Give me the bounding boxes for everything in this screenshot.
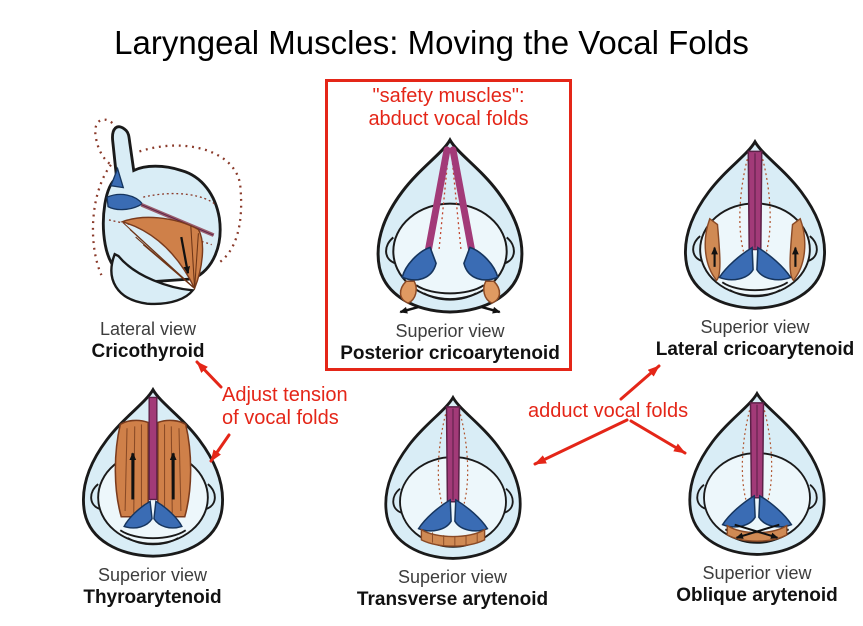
adjust-tension-note: Adjust tension of vocal folds — [222, 384, 348, 430]
view-label: Superior view — [397, 567, 508, 587]
muscle-name: Lateral cricoarytenoid — [655, 339, 855, 360]
safety-muscles-caption: "safety muscles": abduct vocal folds — [325, 85, 572, 131]
muscle-name: Posterior cricoarytenoid — [340, 343, 560, 364]
muscle-name: Oblique arytenoid — [676, 585, 838, 606]
figure-transverse-arytenoid: Superior view Transverse arytenoid — [350, 392, 555, 611]
figure-cricothyroid: Lateral view Cricothyroid — [42, 102, 254, 363]
figure-posterior-cricoarytenoid: Superior view Posterior cricoarytenoid — [338, 134, 562, 365]
page-title: Laryngeal Muscles: Moving the Vocal Fold… — [114, 24, 749, 61]
safety-caption-line2: abduct vocal folds — [368, 108, 529, 130]
view-label: Superior view — [97, 565, 208, 585]
lateral-cricoarytenoid-illustration — [684, 140, 826, 310]
view-label: Superior view — [395, 321, 505, 341]
posterior-cricoarytenoid-illustration — [376, 138, 524, 314]
muscle-name: Transverse arytenoid — [356, 589, 549, 610]
cricothyroid-illustration — [91, 118, 243, 306]
view-label: Superior view — [702, 563, 812, 583]
adjust-tension-line2: of vocal folds — [222, 407, 339, 429]
figure-thyroarytenoid: Superior view Thyroarytenoid — [50, 384, 255, 609]
muscle-name: Cricothyroid — [91, 341, 205, 362]
view-label: Superior view — [700, 317, 810, 337]
oblique-arytenoid-illustration — [688, 392, 826, 556]
safety-muscles-box — [325, 79, 572, 371]
adduct-note: adduct vocal folds — [528, 400, 689, 422]
figure-lateral-cricoarytenoid: Superior view Lateral cricoarytenoid — [648, 136, 862, 361]
safety-caption-line1: "safety muscles": — [372, 85, 525, 107]
transverse-arytenoid-illustration — [383, 396, 522, 560]
view-label: Lateral view — [99, 319, 197, 339]
thyroarytenoid-illustration — [81, 388, 224, 558]
adjust-tension-line1: Adjust tension — [222, 384, 348, 406]
muscle-name: Thyroarytenoid — [83, 587, 222, 608]
figure-oblique-arytenoid: Superior view Oblique arytenoid — [653, 388, 861, 607]
